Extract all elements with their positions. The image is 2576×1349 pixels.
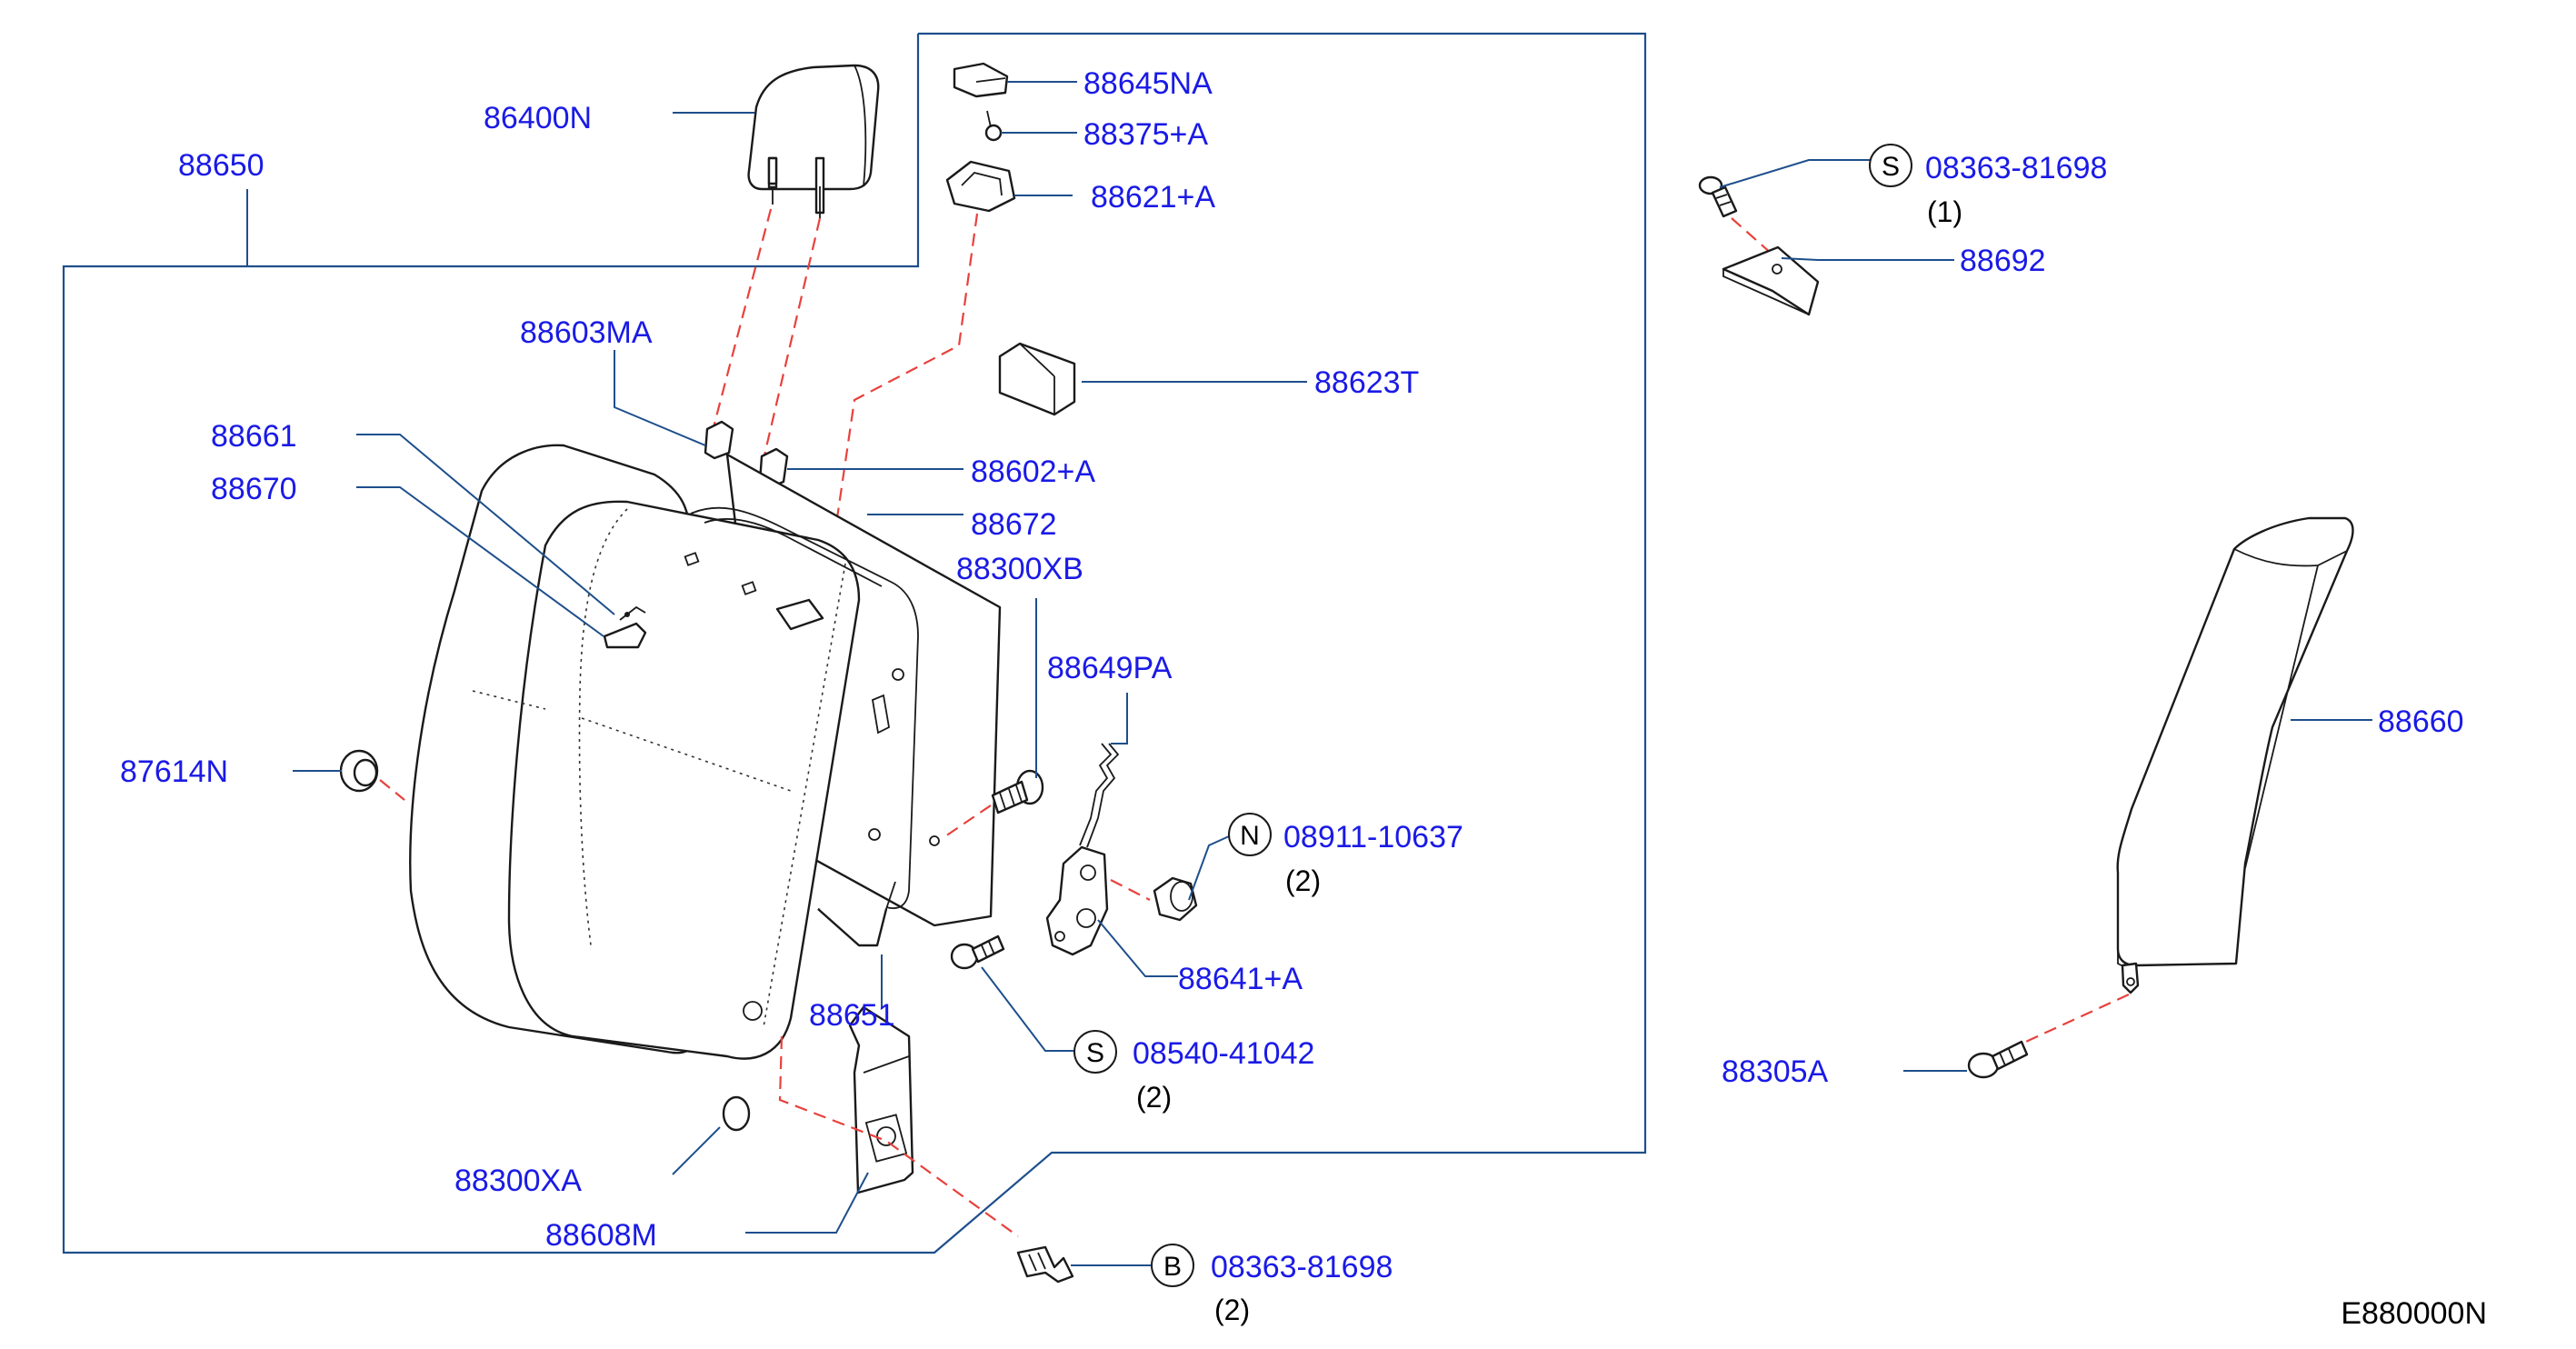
label-87614N: 87614N	[120, 754, 228, 789]
part-88603MA-drawing	[704, 420, 734, 460]
screw-08363-81698-s-drawing	[1698, 175, 1738, 218]
part-88660-drawing	[2116, 516, 2354, 994]
label-88623T: 88623T	[1314, 365, 1419, 400]
qty-08363-81698-s: (1)	[1927, 195, 1962, 228]
nut-08911-10637-drawing	[1153, 876, 1198, 922]
label-88660: 88660	[2378, 704, 2464, 739]
label-88672: 88672	[971, 507, 1057, 542]
label-08363-81698-b: 08363-81698	[1211, 1250, 1393, 1284]
label-88300XA: 88300XA	[454, 1164, 582, 1198]
part-88300XB-drawing	[991, 769, 1044, 814]
symbol-b-circle: B	[1151, 1244, 1194, 1287]
part-87614N-drawing	[339, 749, 379, 793]
assembly-frame	[62, 32, 1647, 1254]
part-88641A-drawing	[1045, 845, 1109, 956]
seatback-drawing	[409, 444, 1002, 1060]
symbol-b-text: B	[1163, 1252, 1182, 1282]
qty-08363-81698-b: (2)	[1214, 1294, 1250, 1326]
label-88649PA: 88649PA	[1047, 651, 1173, 685]
label-08363-81698-s: 08363-81698	[1925, 151, 2107, 185]
part-88645NA-drawing	[953, 62, 1009, 98]
bolt-88305A-drawing	[1967, 1040, 2029, 1079]
label-88661: 88661	[211, 419, 297, 454]
label-88651: 88651	[809, 998, 895, 1033]
headrest-drawing	[747, 64, 880, 218]
label-86400N: 86400N	[484, 101, 592, 135]
symbol-s2-circle: S	[1073, 1030, 1117, 1074]
bolt-08363-81698-b-drawing	[1016, 1245, 1074, 1284]
diagram-code: E880000N	[2341, 1296, 2487, 1331]
label-88608M: 88608M	[545, 1218, 657, 1253]
symbol-n-text: N	[1240, 821, 1260, 851]
qty-08540-41042: (2)	[1136, 1081, 1172, 1114]
label-88621A: 88621+A	[1091, 180, 1215, 215]
symbol-s2-text: S	[1086, 1038, 1104, 1068]
part-labels: 88650 86400N 88645NA 88375+A 88621+A 886…	[120, 66, 2464, 1284]
label-88641A: 88641+A	[1178, 962, 1303, 996]
label-88375A: 88375+A	[1083, 117, 1208, 152]
label-08911-10637: 08911-10637	[1283, 820, 1463, 854]
symbol-s1-text: S	[1882, 152, 1900, 182]
part-88692-drawing	[1722, 245, 1820, 316]
label-88650: 88650	[178, 148, 265, 183]
leader-lines	[246, 81, 2372, 1266]
part-88300XA-drawing	[722, 1095, 751, 1132]
label-08540-41042: 08540-41042	[1133, 1036, 1314, 1071]
symbol-s1-circle: S	[1869, 144, 1912, 187]
part-88623T-drawing	[998, 342, 1076, 416]
bolt-08540-41042-drawing	[950, 934, 1005, 970]
label-88645NA: 88645NA	[1083, 66, 1213, 101]
part-88375A-drawing	[984, 110, 1003, 142]
label-88300XB: 88300XB	[956, 552, 1083, 586]
part-88608M-drawing	[848, 1005, 914, 1194]
part-88621A-drawing	[945, 160, 1016, 213]
label-88305A: 88305A	[1722, 1054, 1829, 1089]
qty-08911-10637: (2)	[1285, 864, 1321, 897]
label-88692: 88692	[1960, 244, 2046, 278]
label-88603MA: 88603MA	[520, 315, 653, 350]
symbol-n-circle: N	[1228, 813, 1272, 856]
label-88602A: 88602+A	[971, 455, 1095, 489]
label-88670: 88670	[211, 472, 297, 506]
part-88649PA-drawing	[1079, 743, 1120, 848]
